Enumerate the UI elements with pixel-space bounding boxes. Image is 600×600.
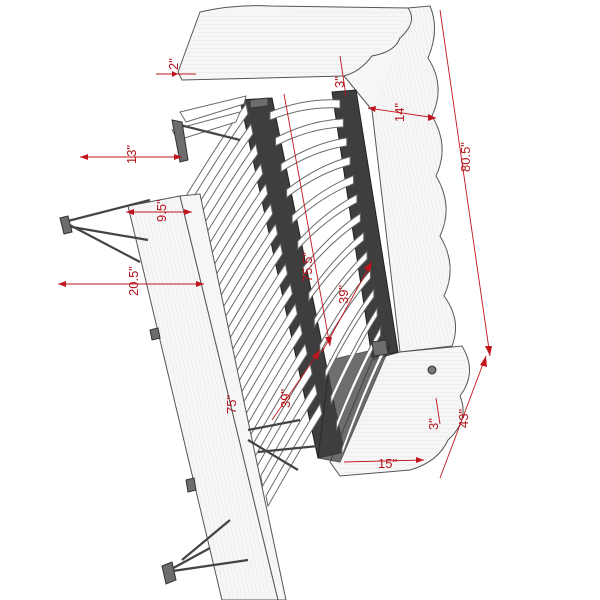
slat — [212, 202, 274, 308]
side-rail — [127, 193, 287, 600]
slat — [280, 137, 348, 173]
slat — [297, 193, 358, 251]
slat — [319, 268, 371, 355]
dim-rail-clearance: 13" — [124, 145, 139, 164]
slat — [249, 342, 308, 448]
slat — [313, 250, 368, 329]
slat — [201, 162, 264, 268]
slat — [302, 212, 361, 277]
slats — [185, 99, 385, 508]
bolt-hole — [427, 365, 437, 375]
slat — [265, 402, 323, 508]
slat — [275, 118, 344, 147]
slat — [269, 99, 341, 121]
dim-slat-span: 75.5" — [300, 252, 315, 282]
slat — [206, 182, 269, 288]
metal-legs — [59, 97, 389, 585]
dim-footboard-height: 15" — [378, 456, 397, 471]
slat — [222, 242, 284, 348]
headboard — [177, 5, 470, 477]
dim-headboard-thickness: 14" — [392, 103, 407, 122]
slat — [254, 362, 313, 468]
dim-headboard-top-depth: 3" — [332, 76, 347, 88]
dimension-labels: 2" 3" 14" 80.5" 13" 9.5" 20.5" 75.5" 39"… — [124, 58, 473, 471]
dim-footboard-depth: 3" — [426, 418, 441, 430]
slat — [228, 262, 288, 368]
slat — [185, 102, 249, 208]
dim-side-rail-width: 9.5" — [154, 199, 169, 222]
dim-total-height: 80.5" — [458, 142, 473, 172]
slat — [238, 302, 298, 408]
dim-side-rail-length: 75" — [224, 395, 239, 414]
dim-total-width: 43" — [456, 409, 471, 428]
slat — [335, 325, 382, 431]
dim-leg-offset: 20.5" — [126, 266, 141, 296]
slat — [233, 282, 293, 388]
slat — [190, 122, 254, 228]
dim-top-lip: 2" — [166, 58, 181, 70]
slat — [217, 222, 279, 328]
top-slat-band — [171, 95, 247, 141]
dim-inner-width-upper: 39" — [336, 285, 351, 304]
dimension-lines — [58, 9, 492, 479]
slat — [324, 287, 375, 379]
dim-inner-width-lower: 39" — [278, 389, 293, 408]
slat — [330, 306, 378, 405]
slat — [196, 142, 259, 248]
slat — [308, 231, 365, 303]
slat — [244, 322, 303, 428]
